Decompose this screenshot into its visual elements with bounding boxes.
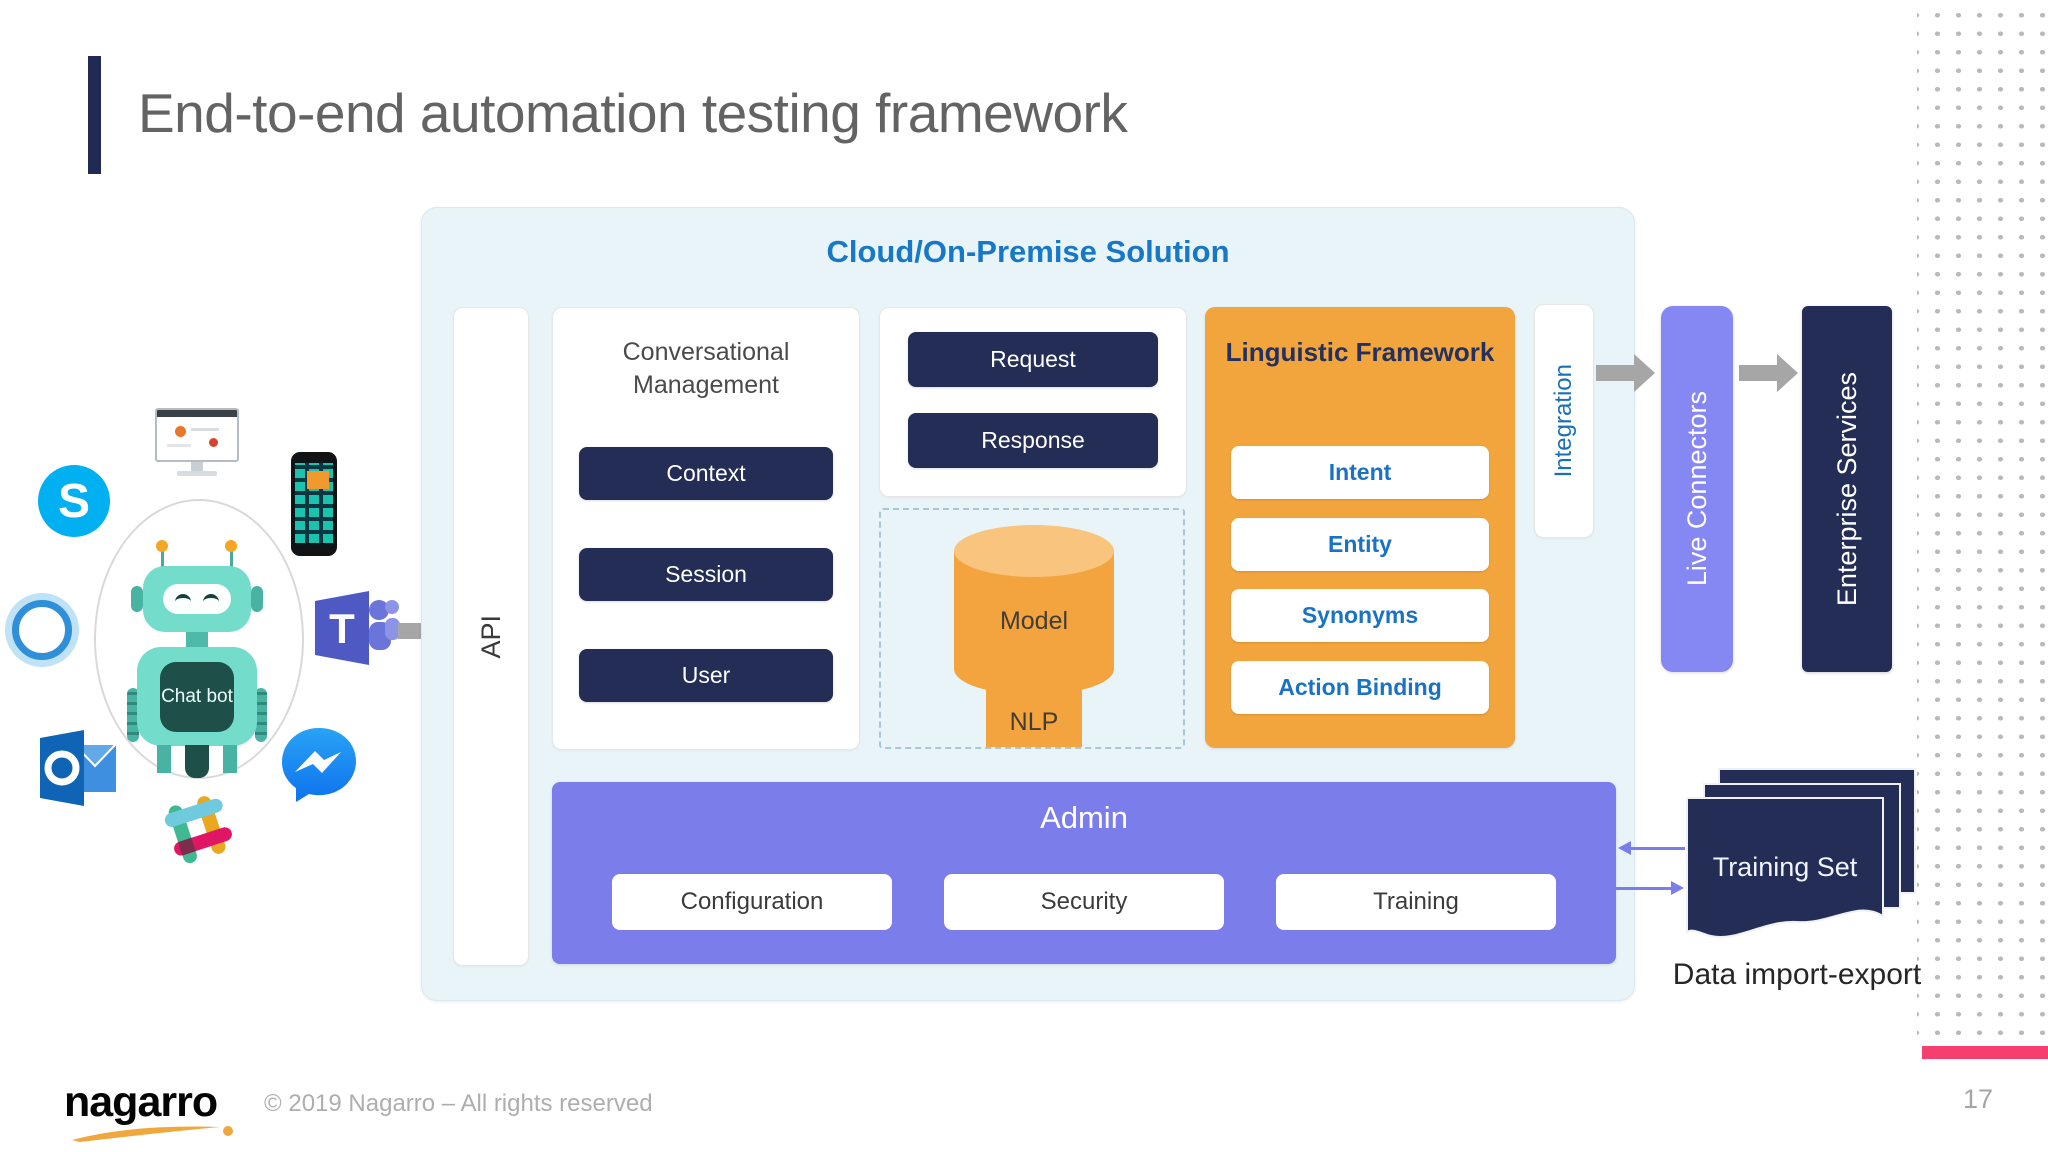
response-box: Response bbox=[908, 413, 1158, 468]
messenger-icon bbox=[280, 726, 358, 811]
live-connectors-bar: Live Connectors bbox=[1661, 306, 1733, 672]
action-binding-box: Action Binding bbox=[1231, 661, 1489, 714]
robot-pedestal bbox=[185, 745, 209, 778]
robot-neck bbox=[186, 632, 208, 648]
integration-label: Integration bbox=[1550, 364, 1577, 478]
nagarro-logo-swoosh bbox=[70, 1122, 240, 1149]
robot-eye bbox=[203, 594, 219, 607]
robot-chest-label: Chat bot bbox=[160, 662, 234, 732]
page-number: 17 bbox=[1962, 1084, 1994, 1114]
conversational-management-title: Conversational Management bbox=[622, 338, 790, 399]
training-box: Training bbox=[1276, 874, 1556, 930]
arrow-live-connectors-to-enterprise bbox=[1739, 365, 1777, 381]
monitor-screen bbox=[155, 408, 239, 462]
model-cylinder: Model bbox=[954, 525, 1114, 695]
robot-head bbox=[143, 566, 251, 632]
conversational-management-box: Conversational Management Context Sessio… bbox=[552, 307, 860, 750]
integration-bar: Integration bbox=[1534, 304, 1594, 538]
robot-antenna-tip bbox=[156, 540, 168, 552]
chatbot-illustration: Chat bot bbox=[127, 540, 267, 778]
robot-antenna bbox=[225, 540, 237, 570]
skype-letter: S bbox=[57, 474, 90, 528]
arrow-integration-to-live-connectors bbox=[1596, 365, 1634, 381]
linguistic-framework-box: Linguistic Framework Intent Entity Synon… bbox=[1205, 307, 1515, 748]
desktop-monitor-icon bbox=[155, 408, 239, 480]
arrow-training-to-admin bbox=[1629, 847, 1685, 850]
request-response-box: Request Response bbox=[879, 307, 1187, 497]
context-box: Context bbox=[579, 447, 833, 500]
robot-ear bbox=[251, 586, 263, 612]
page-title: End-to-end automation testing framework bbox=[138, 82, 1128, 144]
monitor-stand bbox=[191, 462, 203, 471]
robot-eye bbox=[175, 594, 191, 607]
smartphone-app-tile bbox=[307, 471, 329, 489]
copyright-text: © 2019 Nagarro – All rights reserved bbox=[264, 1090, 653, 1117]
smartphone-screen bbox=[295, 463, 333, 543]
api-bar: API bbox=[453, 307, 529, 966]
robot-arm bbox=[255, 688, 267, 742]
session-box: Session bbox=[579, 548, 833, 601]
training-set-label: Training Set bbox=[1712, 852, 1858, 882]
monitor-topbar bbox=[157, 410, 237, 417]
robot-antenna-tip bbox=[225, 540, 237, 552]
teams-icon: T bbox=[313, 588, 401, 677]
linguistic-framework-title: Linguistic Framework bbox=[1225, 337, 1495, 367]
robot-ear bbox=[131, 586, 143, 612]
pink-accent-bar bbox=[1922, 1046, 2048, 1059]
title-accent-bar bbox=[88, 56, 101, 174]
data-import-export-label: Data import-export bbox=[1672, 958, 1922, 991]
monitor-badge bbox=[175, 426, 186, 437]
cloud-on-premise-container: Cloud/On-Premise Solution API Conversati… bbox=[421, 207, 1635, 1001]
admin-box: Admin Configuration Security Training bbox=[552, 782, 1616, 964]
monitor-badge bbox=[209, 438, 218, 447]
arrow-admin-to-training bbox=[1616, 887, 1672, 890]
robot-leg bbox=[157, 745, 171, 773]
nagarro-logo: nagarro bbox=[64, 1078, 218, 1126]
training-set-card-front bbox=[1685, 796, 1885, 959]
configuration-box: Configuration bbox=[612, 874, 892, 930]
slack-icon bbox=[158, 788, 240, 875]
dot-grid-decoration bbox=[1917, 0, 2048, 1040]
outlook-icon bbox=[40, 728, 119, 813]
robot-torso: Chat bot bbox=[137, 647, 257, 746]
user-box: User bbox=[579, 649, 833, 702]
enterprise-services-bar: Enterprise Services bbox=[1802, 306, 1892, 672]
admin-title: Admin bbox=[1040, 800, 1128, 835]
skype-icon: S bbox=[38, 465, 110, 537]
live-connectors-label: Live Connectors bbox=[1681, 391, 1712, 587]
cortana-icon bbox=[12, 600, 72, 660]
api-label: API bbox=[475, 614, 506, 659]
security-box: Security bbox=[944, 874, 1224, 930]
monitor-line bbox=[191, 428, 219, 431]
smartphone-icon bbox=[291, 452, 337, 556]
teams-letter: T bbox=[329, 605, 355, 652]
arrow-admin-to-training-head bbox=[1671, 881, 1684, 895]
entity-box: Entity bbox=[1231, 518, 1489, 571]
robot-arm bbox=[127, 688, 139, 742]
monitor-base bbox=[177, 471, 217, 476]
synonyms-box: Synonyms bbox=[1231, 589, 1489, 642]
monitor-line bbox=[167, 444, 191, 447]
model-label: Model bbox=[999, 607, 1069, 635]
robot-visor bbox=[163, 584, 231, 614]
arrow-training-to-admin-head bbox=[1618, 841, 1631, 855]
cloud-title: Cloud/On-Premise Solution bbox=[826, 234, 1230, 269]
intent-box: Intent bbox=[1231, 446, 1489, 499]
enterprise-services-label: Enterprise Services bbox=[1831, 371, 1862, 607]
robot-antenna bbox=[156, 540, 168, 570]
request-box: Request bbox=[908, 332, 1158, 387]
robot-leg bbox=[223, 745, 237, 773]
nlp-model-box: NLP Model bbox=[879, 508, 1185, 749]
